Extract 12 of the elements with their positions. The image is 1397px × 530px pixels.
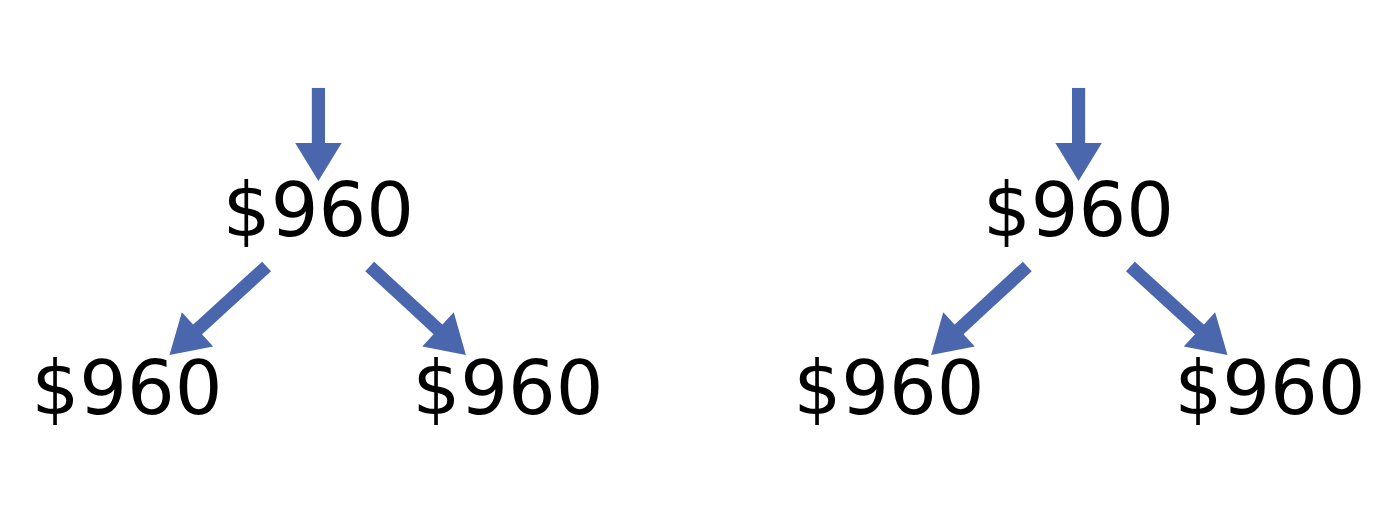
node-text: $960	[793, 343, 985, 432]
node-text: $960	[983, 165, 1175, 254]
arrow	[1055, 87, 1102, 181]
arrow	[1125, 261, 1228, 355]
node-text: $960	[412, 343, 604, 432]
arrow	[365, 261, 466, 355]
arrow	[295, 87, 342, 181]
arrow	[169, 261, 272, 355]
node-text: $960	[222, 165, 414, 254]
arrow	[931, 261, 1032, 355]
node-text: $960	[1174, 343, 1366, 432]
node-text: $960	[31, 343, 223, 432]
